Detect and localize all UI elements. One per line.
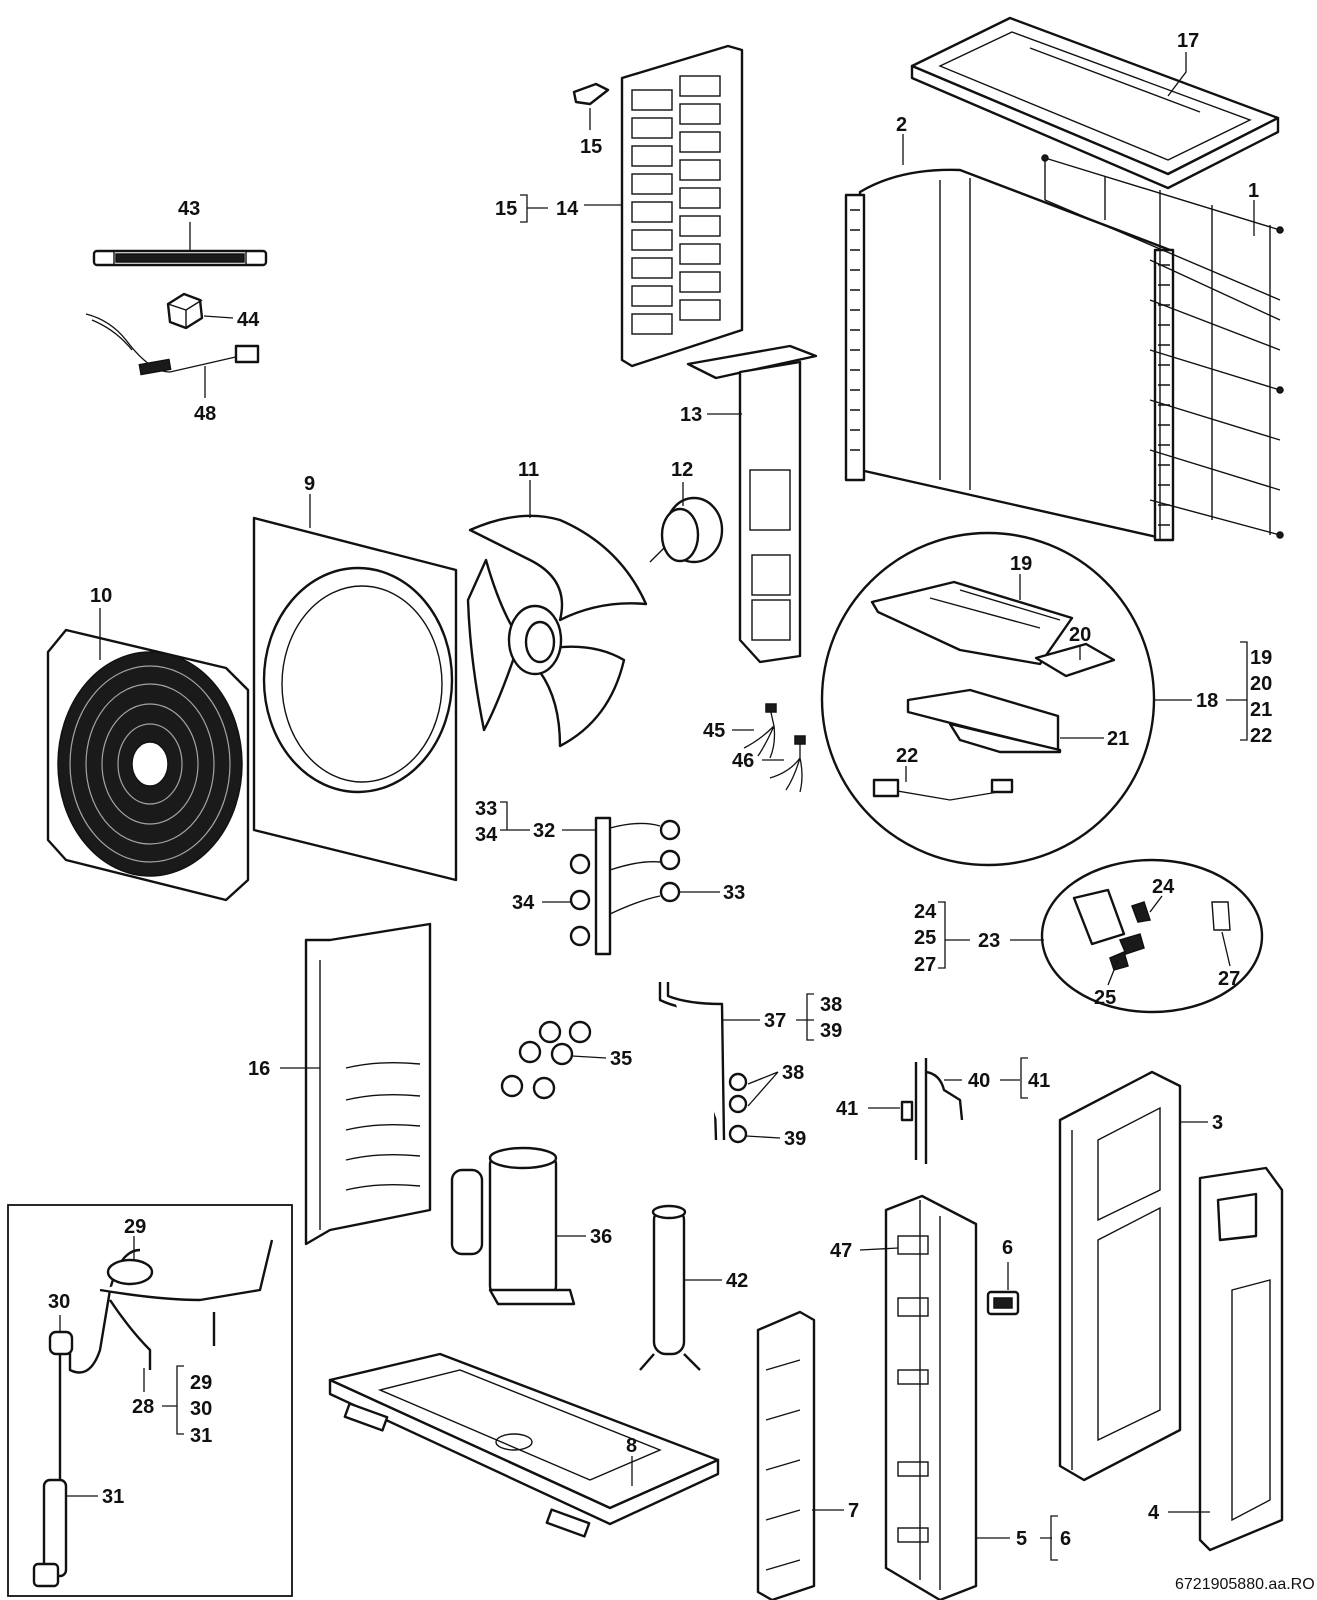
part-9-front-panel: [252, 516, 458, 882]
part-42-accumulator: [639, 1204, 701, 1371]
label-6-bracket: 6: [1060, 1528, 1071, 1550]
part-4-rear-cover: [1198, 1166, 1284, 1552]
part-12-fan-motor: [649, 496, 724, 564]
label-43: 43: [178, 198, 200, 220]
label-29-list: 29: [190, 1372, 212, 1394]
label-13: 13: [680, 404, 702, 426]
label-38-bracket: 38: [820, 994, 842, 1016]
label-12: 12: [671, 459, 693, 481]
label-9: 9: [304, 473, 315, 495]
label-22: 22: [896, 745, 918, 767]
label-18: 18: [1196, 690, 1218, 712]
part-45-wire: [743, 703, 777, 759]
callout-labels: 17 2 1 15 15 14 43 44 48 13 11 12 9 10 1…: [48, 30, 1272, 1550]
part-44-nut: [166, 292, 204, 330]
label-5: 5: [1016, 1528, 1027, 1550]
label-33-bracket: 33: [475, 798, 497, 820]
label-23: 23: [978, 930, 1000, 952]
part-1-wire-guard: [1041, 154, 1284, 540]
label-37: 37: [764, 1010, 786, 1032]
part-40-pipe: [900, 1058, 964, 1164]
part-10-front-grille: [46, 628, 250, 902]
label-44: 44: [237, 309, 260, 331]
label-25: 25: [1094, 987, 1116, 1009]
label-19-list: 19: [1250, 647, 1272, 669]
label-22-list: 22: [1250, 725, 1272, 747]
label-21: 21: [1107, 728, 1129, 750]
label-24: 24: [1152, 876, 1175, 898]
label-30: 30: [48, 1291, 70, 1313]
label-35: 35: [610, 1048, 632, 1070]
label-48: 48: [194, 403, 216, 425]
label-41: 41: [836, 1098, 858, 1120]
label-20-list: 20: [1250, 673, 1272, 695]
part-7-corner-post: [756, 1310, 816, 1600]
part-14-side-grille: [620, 44, 744, 368]
label-31: 31: [102, 1486, 124, 1508]
part-16-partition-plate: [304, 922, 432, 1246]
part-3-side-frame: [1058, 1070, 1182, 1482]
label-24-list: 24: [914, 901, 937, 923]
label-8: 8: [626, 1435, 637, 1457]
label-7: 7: [848, 1500, 859, 1522]
label-25-list: 25: [914, 927, 936, 949]
inset-reversing-valve-box: [7, 1204, 293, 1597]
part-2-condenser-coil: [844, 168, 1175, 542]
label-28: 28: [132, 1396, 154, 1418]
label-38: 38: [782, 1062, 804, 1084]
part-6-handle: [986, 1290, 1020, 1316]
leader-lines: [59, 52, 1255, 1561]
part-23-terminal-assembly: [1040, 858, 1264, 1014]
label-20: 20: [1069, 624, 1091, 646]
label-19: 19: [1010, 553, 1032, 575]
label-21-list: 21: [1250, 699, 1272, 721]
label-3: 3: [1212, 1112, 1223, 1134]
part-32-valve-block: [569, 816, 681, 956]
part-13-motor-bracket: [686, 344, 818, 664]
label-39-bracket: 39: [820, 1020, 842, 1042]
label-34-bracket: 34: [475, 824, 498, 846]
label-11: 11: [518, 459, 539, 481]
label-42: 42: [726, 1270, 748, 1292]
drawing-number: 6721905880.aa.RO: [1175, 1576, 1315, 1593]
label-47: 47: [830, 1240, 852, 1262]
label-40: 40: [968, 1070, 990, 1092]
part-47-side-panel: [884, 1194, 978, 1600]
label-41-bracket: 41: [1028, 1070, 1050, 1092]
part-43-heater-strip: [92, 249, 268, 267]
part-37-pipe-assembly: [658, 982, 748, 1144]
label-29: 29: [124, 1216, 146, 1238]
label-30-list: 30: [190, 1398, 212, 1420]
label-31-list: 31: [190, 1425, 212, 1447]
label-36: 36: [590, 1226, 612, 1248]
part-15-clip: [572, 82, 610, 106]
label-45: 45: [703, 720, 725, 742]
part-18-control-box-assembly: [820, 531, 1156, 867]
part-46-wire: [769, 735, 806, 793]
label-17: 17: [1177, 30, 1199, 52]
label-39: 39: [784, 1128, 806, 1150]
label-46: 46: [732, 750, 754, 772]
label-1: 1: [1248, 180, 1259, 202]
label-33: 33: [723, 882, 745, 904]
part-35-flare-nuts: [500, 1020, 592, 1100]
label-4: 4: [1148, 1502, 1160, 1524]
label-27-list: 27: [914, 954, 936, 976]
label-14: 14: [556, 198, 579, 220]
label-34: 34: [512, 892, 535, 914]
part-48-sensor-cable: [85, 313, 260, 376]
label-10: 10: [90, 585, 112, 607]
part-17-top-cover: [910, 16, 1280, 190]
part-36-compressor: [450, 1146, 576, 1306]
label-27: 27: [1218, 968, 1240, 990]
label-6: 6: [1002, 1237, 1013, 1259]
label-16: 16: [248, 1058, 270, 1080]
label-32: 32: [533, 820, 555, 842]
label-2: 2: [896, 114, 907, 136]
part-11-fan-blade: [466, 514, 648, 748]
part-8-base-pan: [328, 1352, 720, 1538]
label-15-bracket: 15: [495, 198, 517, 220]
label-15: 15: [580, 136, 602, 158]
